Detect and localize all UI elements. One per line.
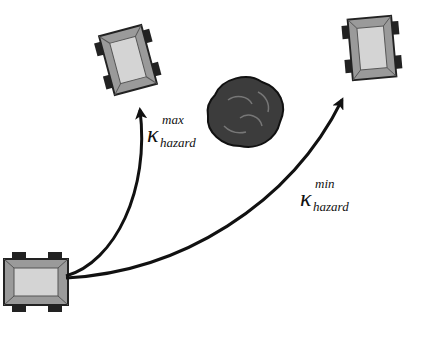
curvature-symbol: κ [300,186,312,210]
arc-min [66,100,342,278]
curvature-index: hazard [160,136,196,149]
rover-left [93,23,164,96]
curvature-index: max [162,113,184,126]
rover-start [4,252,68,312]
curvature-symbol: κ [147,122,159,146]
rover-right [341,15,403,81]
curvature-index: min [315,177,335,190]
curvature-index: hazard [313,200,349,213]
hazard-rock [207,77,283,147]
rock-texture [224,92,269,133]
arc-max [66,110,142,276]
